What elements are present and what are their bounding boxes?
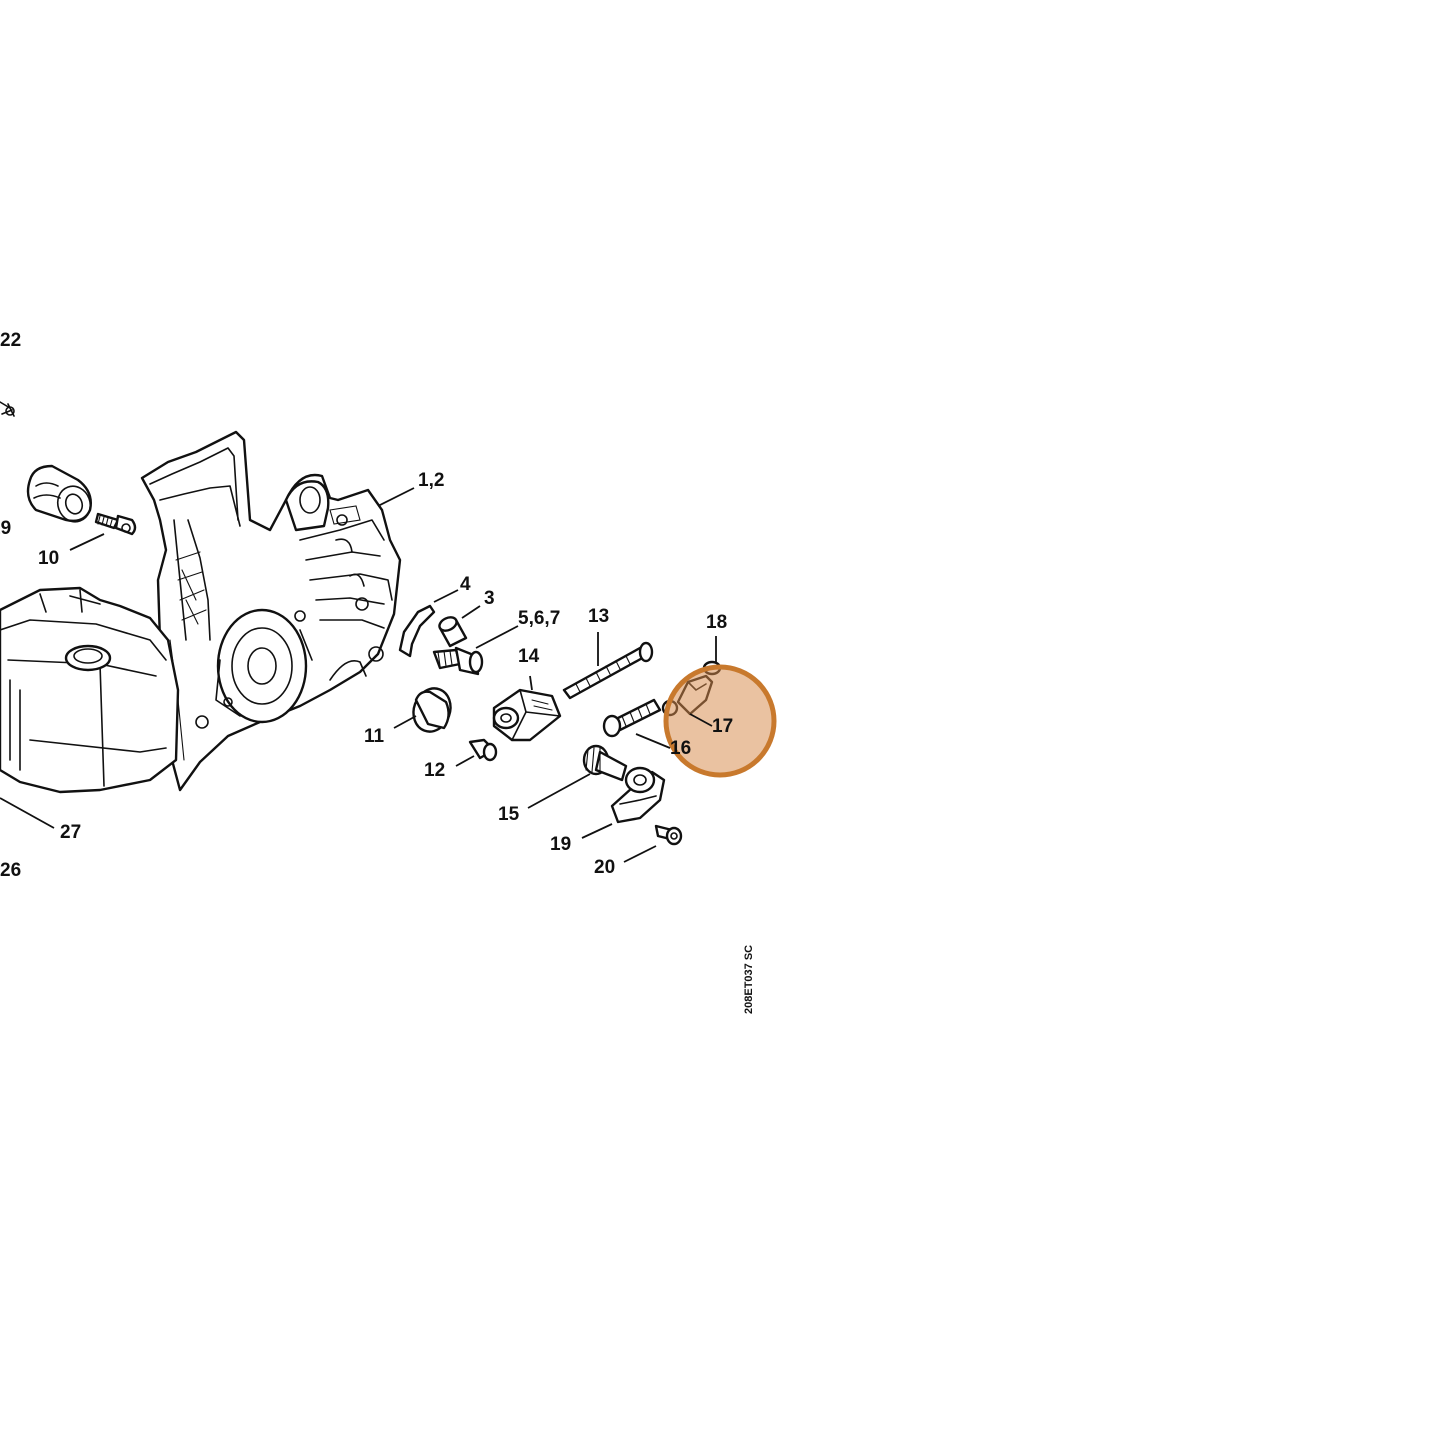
part-15-adjusting-wheel: [582, 744, 628, 782]
part-22-screw: [0, 401, 15, 417]
leader-lines: [0, 487, 717, 863]
part-5-6-7-screw: [432, 646, 484, 676]
part-14-chain-tensioner-block: [492, 688, 562, 742]
callout-19-top: 19: [0, 518, 11, 539]
callout-11: 11: [364, 726, 385, 747]
part-annular-buffer: [26, 464, 92, 523]
callout-17: 17: [712, 716, 733, 737]
callout-1-2: 1,2: [418, 470, 444, 491]
part-20-screw: [654, 824, 683, 846]
part-1-2-crankcase: [140, 430, 402, 792]
highlight-circle-part-17[interactable]: [663, 664, 777, 778]
part-12-pin: [468, 738, 498, 762]
callout-4: 4: [460, 574, 471, 595]
callout-26: 26: [0, 860, 21, 881]
callout-5-6-7: 5,6,7: [518, 608, 560, 629]
callout-13: 13: [588, 606, 609, 627]
callout-27: 27: [60, 822, 81, 843]
callout-10: 10: [38, 548, 59, 569]
part-10-screw: [94, 512, 137, 536]
part-13-tensioner-screw: [562, 641, 654, 700]
callout-19: 19: [550, 834, 571, 855]
part-3-sleeve: [438, 616, 468, 648]
callout-22: 22: [0, 330, 21, 351]
callout-16: 16: [670, 738, 691, 759]
callout-20: 20: [594, 857, 615, 878]
callout-18: 18: [706, 612, 727, 633]
callout-labels: 22 19 10 1,2 4 3 5,6,7 13 18 14 11 12 17…: [0, 330, 733, 881]
part-26-27-tank-housing: [0, 586, 180, 794]
figure-code: 208ET037 SC: [743, 945, 755, 1014]
callout-3: 3: [484, 588, 495, 609]
part-11-plug-cap: [412, 687, 452, 733]
part-19-catcher-bracket: [610, 766, 666, 824]
callout-12: 12: [424, 760, 445, 781]
callout-15: 15: [498, 804, 520, 825]
callout-14: 14: [518, 646, 540, 667]
part-4-spring-clip: [398, 604, 436, 658]
part-16-screw: [602, 698, 662, 738]
